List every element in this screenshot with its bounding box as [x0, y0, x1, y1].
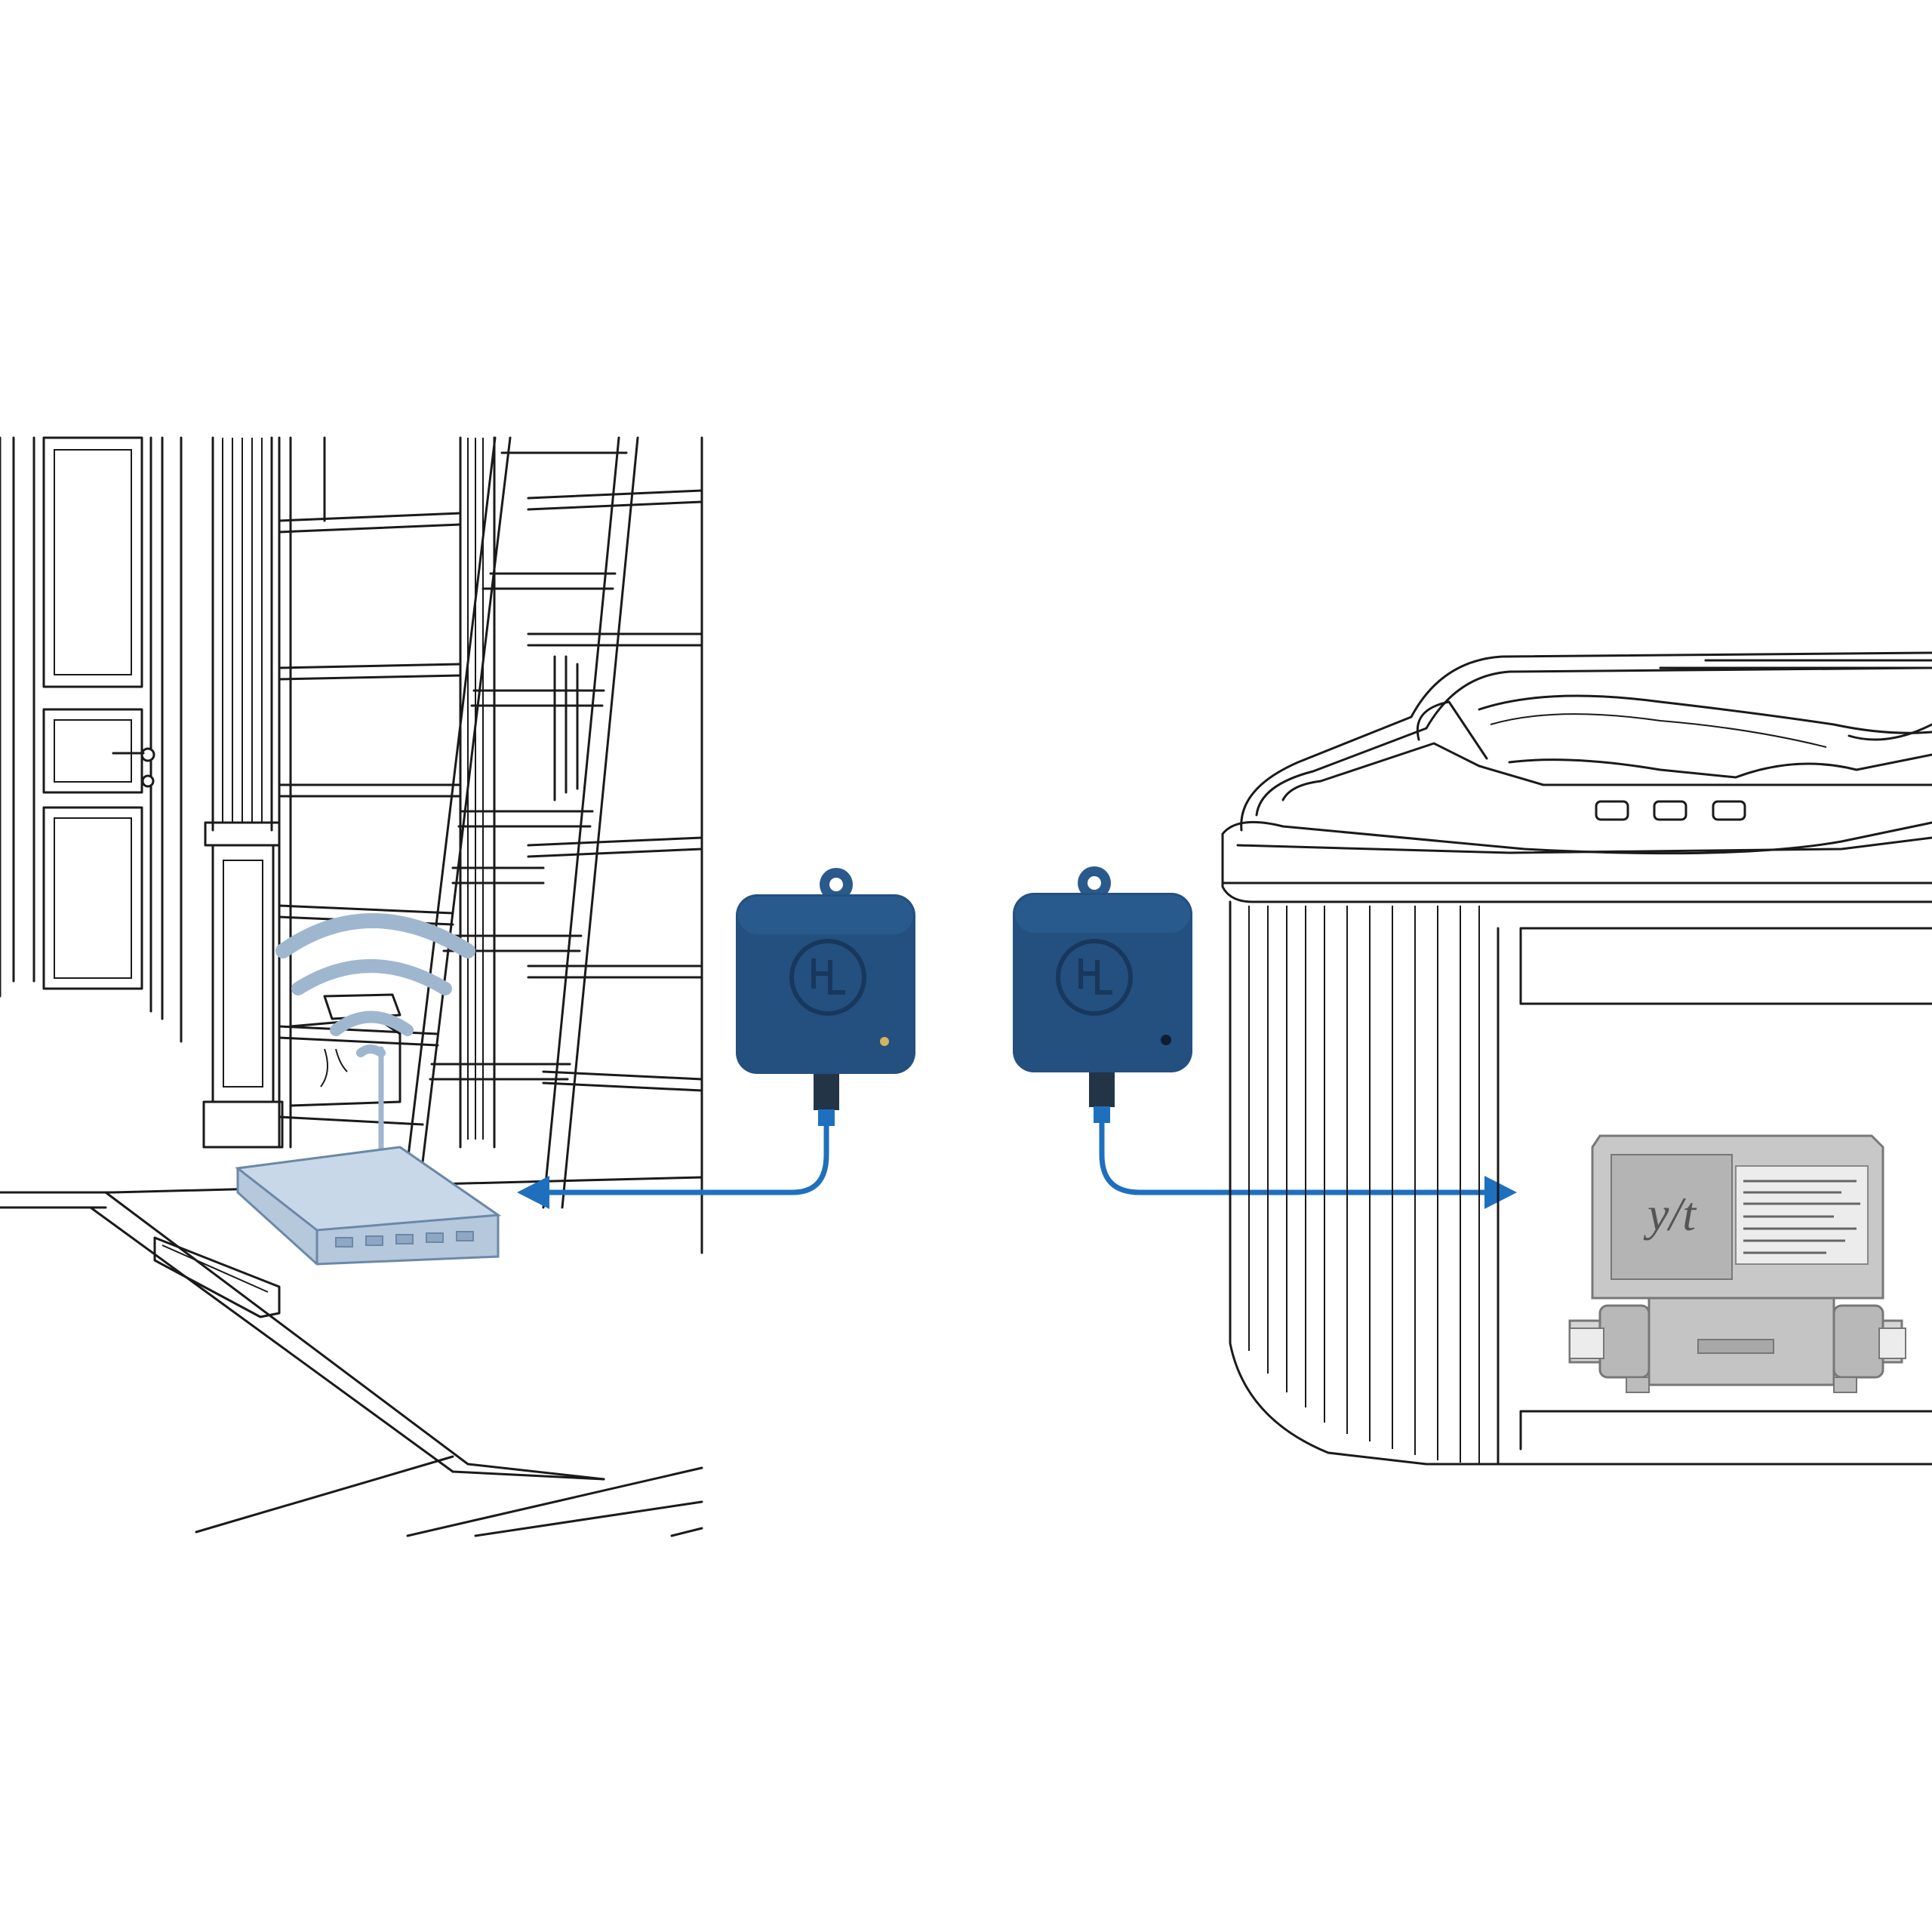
cable-connector — [814, 1074, 839, 1110]
wifi-module-right — [1013, 866, 1192, 1123]
circle-logo-icon — [1056, 939, 1133, 1016]
door-knob-lower — [141, 774, 155, 788]
wifi-router — [235, 1146, 502, 1266]
wifi-signal-icon — [275, 913, 475, 1169]
label-sticker — [1735, 1165, 1869, 1265]
floor — [0, 1176, 703, 1537]
wifi-module-left — [736, 868, 915, 1126]
cabinet-slats — [1248, 906, 1480, 1464]
spa-control-box: y/t — [1568, 1134, 1906, 1393]
door — [0, 436, 183, 1043]
arrowhead-icon — [517, 1176, 549, 1209]
status-led — [1161, 1035, 1171, 1045]
room-scene — [0, 436, 703, 1537]
floor-vent — [153, 1236, 281, 1318]
control-box-logo: y/t — [1643, 1187, 1697, 1241]
connection-cables — [517, 1114, 1517, 1209]
library-ladder — [406, 436, 639, 1209]
circle-logo-icon — [789, 939, 866, 1016]
pilaster — [202, 436, 284, 1149]
bookshelf — [278, 436, 703, 1254]
arrowhead-icon — [1484, 1176, 1517, 1209]
hot-tub: y/t — [1221, 651, 1932, 1466]
cable-connector — [1089, 1072, 1115, 1107]
door-knob — [140, 747, 155, 762]
topside-buttons — [1595, 800, 1746, 821]
status-led — [880, 1037, 889, 1046]
router-ports — [335, 1231, 474, 1247]
